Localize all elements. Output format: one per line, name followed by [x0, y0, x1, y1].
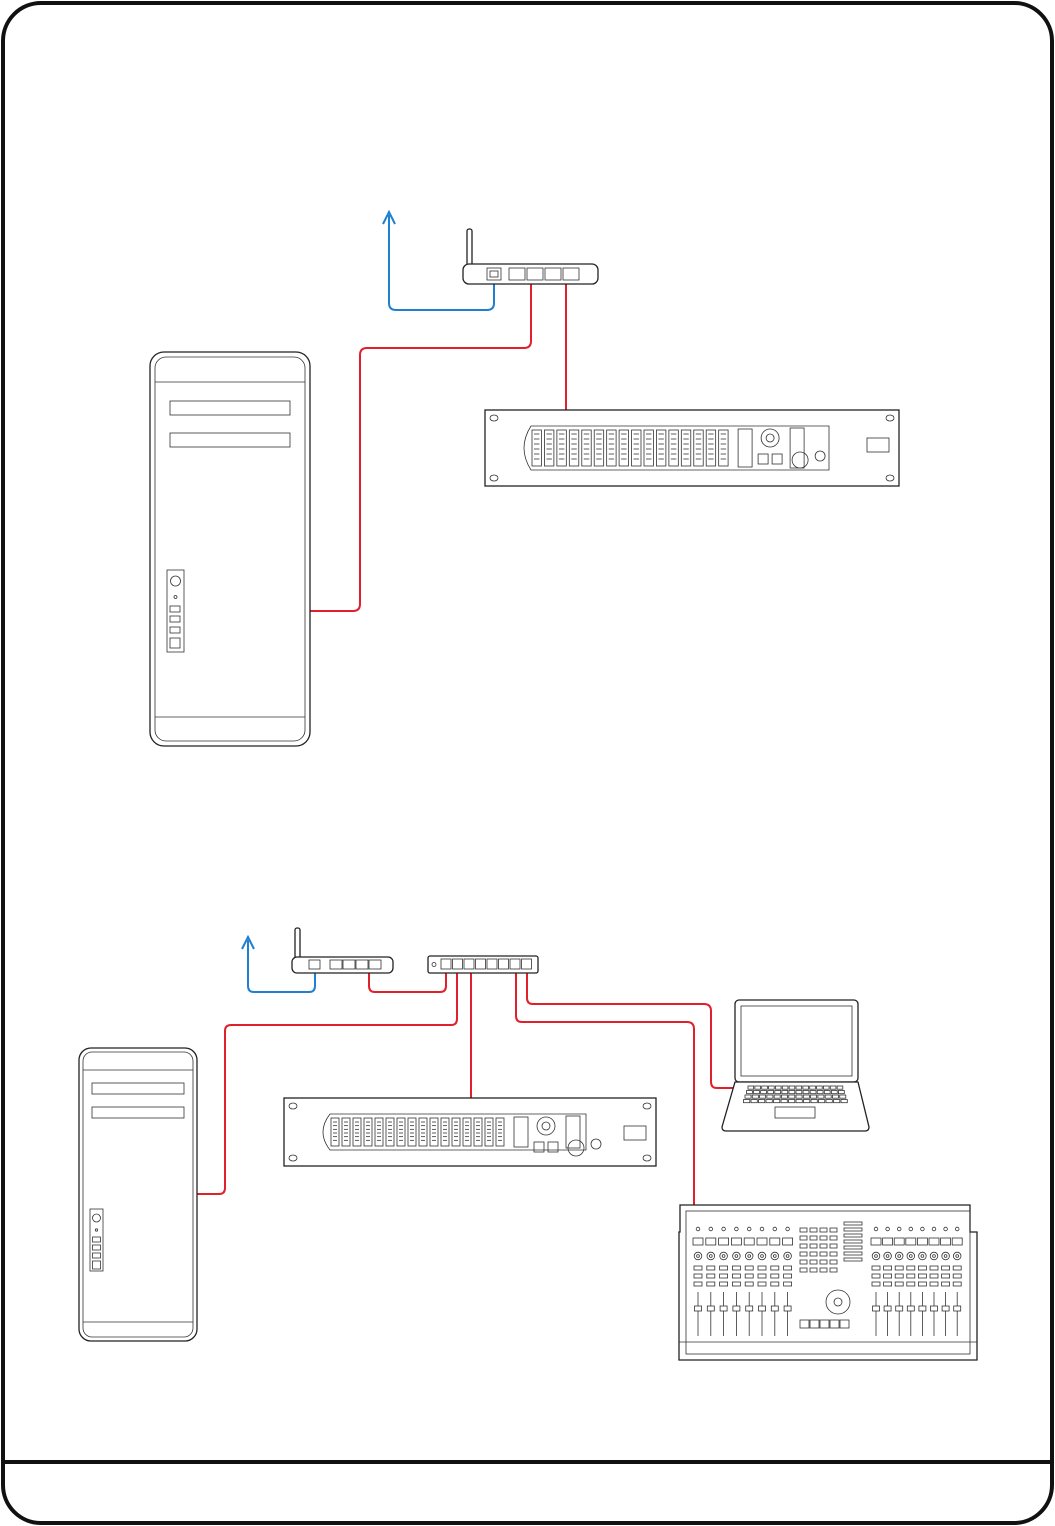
ethernet-cable-switch-to-laptop — [527, 966, 738, 1088]
laptop — [722, 1000, 869, 1131]
rack-unit — [284, 1098, 656, 1166]
internet-link — [383, 212, 494, 310]
router — [463, 229, 598, 284]
setup-2 — [79, 928, 977, 1360]
router-ports — [309, 960, 381, 969]
tower-computer — [79, 1048, 197, 1341]
ethernet-cable-switch-to-control-surface — [516, 966, 694, 1205]
rack-unit — [485, 410, 899, 486]
control-surface — [679, 1205, 977, 1360]
router — [292, 928, 393, 973]
tower-computer — [150, 352, 310, 746]
network-switch — [428, 956, 538, 973]
setup-1 — [150, 212, 899, 746]
router-ports — [487, 268, 579, 280]
